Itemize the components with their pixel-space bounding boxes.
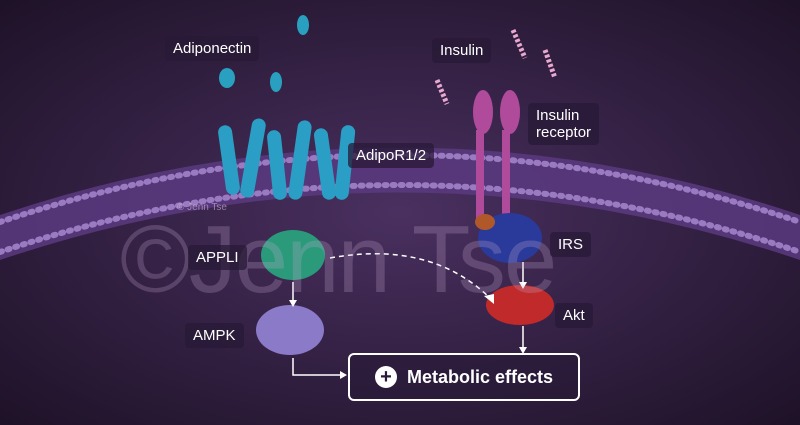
appli-protein [261,230,325,280]
label-irs: IRS [550,232,592,257]
irs-phospho [475,214,495,230]
adipor-receptor [218,118,356,200]
label-adiponectin: Adiponectin [165,36,260,61]
pathway-arrows [292,253,524,376]
watermark: ©Jenn Tse [120,206,557,313]
membrane-inner-heads [0,182,800,255]
irs-protein [478,213,542,263]
label-akt: Akt [555,303,593,328]
label-insulin: Insulin [432,38,492,63]
akt-protein [486,285,554,325]
label-adipor: AdipoR1/2 [348,143,435,168]
ampk-protein [256,305,324,355]
insulin-receptor [473,90,520,220]
arrow-heads [289,282,527,379]
insulin-molecules [434,29,558,105]
label-ampk: AMPK [185,323,244,348]
label-insulin-receptor-line2: receptor [536,124,592,141]
adiponectin-molecules [219,15,309,92]
metabolic-effects-label: Metabolic effects [406,366,554,387]
metabolic-effects-box: + Metabolic effects [348,353,580,401]
plus-circle-icon: + [374,366,397,388]
label-insulin-receptor: Insulin receptor [528,103,600,145]
label-appli: APPLI [188,245,247,270]
cell-membrane [0,147,800,260]
watermark-small: © Jenn Tse [177,202,227,213]
label-insulin-receptor-line1: Insulin [536,107,580,124]
